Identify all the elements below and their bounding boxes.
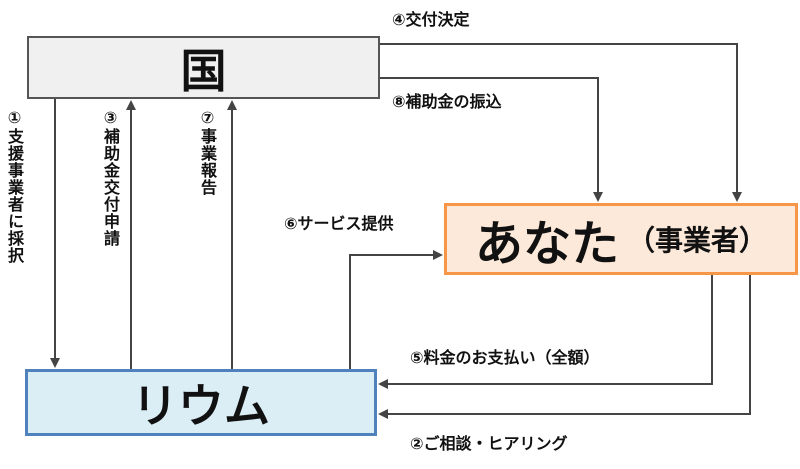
node-anata-label: あなた bbox=[474, 216, 619, 272]
flow-label-5: ⑤料金のお支払い（全額） bbox=[410, 348, 600, 367]
flow-label-2: ②ご相談・ヒアリング bbox=[410, 434, 568, 453]
flow-label-7: ⑦事業報告 bbox=[198, 108, 217, 196]
arrow-8-kuni-to-anata bbox=[380, 77, 603, 202]
arrow-5-anata-to-rium bbox=[378, 275, 713, 389]
node-anata-sublabel: （事業者） bbox=[627, 224, 768, 257]
node-anata: あなた（事業者） bbox=[444, 203, 798, 275]
flow-label-6: ⑥サービス提供 bbox=[284, 214, 394, 233]
arrow-2-anata-to-rium bbox=[378, 275, 751, 419]
flow-label-3: ③補助金交付申請 bbox=[101, 108, 120, 247]
node-kuni: 国 bbox=[27, 36, 380, 99]
flow-label-1: ①支援事業者に採択 bbox=[5, 108, 24, 264]
node-rium: リウム bbox=[25, 369, 377, 436]
arrow-6-rium-to-anata bbox=[349, 250, 443, 369]
node-kuni-label: 国 bbox=[180, 43, 227, 98]
node-rium-label: リウム bbox=[132, 378, 270, 433]
flow-label-8: ⑧補助金の振込 bbox=[392, 92, 502, 111]
arrow-4-kuni-to-anata bbox=[380, 43, 742, 202]
flow-label-4: ④交付決定 bbox=[392, 10, 470, 29]
